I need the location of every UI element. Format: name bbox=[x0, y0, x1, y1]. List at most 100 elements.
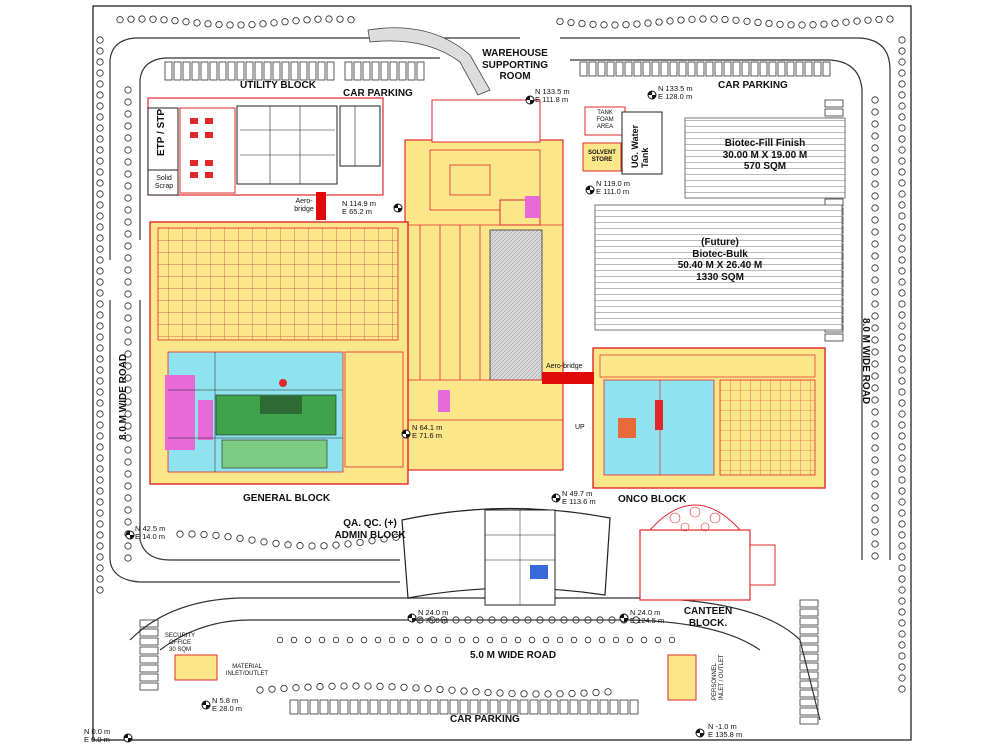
tree-symbol bbox=[124, 482, 132, 490]
parking-stall bbox=[606, 61, 615, 77]
survey-marker bbox=[551, 493, 561, 503]
tree-symbol bbox=[787, 21, 795, 29]
parking-stall bbox=[139, 673, 159, 682]
tree-symbol bbox=[344, 540, 352, 548]
parking-stall bbox=[329, 699, 339, 715]
tree-symbol bbox=[677, 16, 685, 24]
admin-block-label: QA. QC. (+)ADMIN BLOCK bbox=[334, 518, 406, 541]
tree-symbol bbox=[124, 182, 132, 190]
tree-symbol bbox=[898, 476, 906, 484]
tree-symbol bbox=[320, 542, 328, 550]
tree-symbol bbox=[96, 575, 104, 583]
tree-symbol bbox=[96, 256, 104, 264]
tree-symbol bbox=[290, 636, 298, 644]
parking-stall bbox=[164, 61, 173, 81]
tree-symbol bbox=[96, 135, 104, 143]
parking-stall bbox=[499, 699, 509, 715]
survey-marker bbox=[647, 90, 657, 100]
parking-stall bbox=[182, 61, 191, 81]
tree-symbol bbox=[171, 17, 179, 25]
tree-symbol bbox=[898, 487, 906, 495]
parking-stall bbox=[469, 699, 479, 715]
tree-symbol bbox=[96, 223, 104, 231]
car-parking-bottom: CAR PARKING bbox=[450, 714, 520, 725]
survey-marker bbox=[201, 700, 211, 710]
aerobridge-2 bbox=[542, 372, 594, 384]
survey-marker bbox=[393, 203, 403, 213]
tree-symbol bbox=[352, 682, 360, 690]
tree-symbol bbox=[640, 636, 648, 644]
parking-stall bbox=[786, 61, 795, 77]
parking-stall bbox=[399, 699, 409, 715]
tree-symbol bbox=[898, 564, 906, 572]
tree-symbol bbox=[176, 530, 184, 538]
tree-symbol bbox=[871, 96, 879, 104]
tree-symbol bbox=[226, 21, 234, 29]
parking-stall bbox=[139, 682, 159, 691]
parking-stall bbox=[579, 699, 589, 715]
tree-symbol bbox=[124, 410, 132, 418]
tree-symbol bbox=[871, 144, 879, 152]
tree-symbol bbox=[160, 16, 168, 24]
tree-symbol bbox=[710, 15, 718, 23]
tree-symbol bbox=[472, 688, 480, 696]
tree-symbol bbox=[484, 688, 492, 697]
tree-symbol bbox=[644, 19, 652, 27]
tree-symbol bbox=[584, 636, 592, 644]
tree-symbol bbox=[276, 636, 284, 644]
tree-symbol bbox=[871, 432, 879, 440]
parking-stall bbox=[371, 61, 380, 81]
tree-symbol bbox=[96, 465, 104, 473]
tree-symbol bbox=[347, 16, 355, 24]
security-office bbox=[174, 654, 218, 681]
tree-symbol bbox=[444, 636, 452, 644]
parking-stall bbox=[272, 61, 281, 81]
tree-symbol bbox=[898, 36, 906, 44]
tree-symbol bbox=[871, 420, 879, 428]
tree-symbol bbox=[96, 388, 104, 396]
survey-marker bbox=[585, 185, 595, 195]
tree-symbol bbox=[556, 17, 564, 26]
parking-stall bbox=[326, 61, 335, 81]
site-boundary bbox=[92, 5, 912, 741]
tree-symbol bbox=[340, 682, 348, 690]
ug-water-tank bbox=[621, 111, 663, 175]
parking-stall bbox=[609, 699, 619, 715]
parking-stall bbox=[678, 61, 687, 77]
tree-symbol bbox=[96, 245, 104, 253]
tree-symbol bbox=[336, 15, 344, 23]
tree-symbol bbox=[542, 636, 550, 644]
tree-symbol bbox=[842, 18, 850, 26]
parking-stall bbox=[633, 61, 642, 77]
tree-symbol bbox=[809, 21, 817, 29]
aerobridge-1-label: Aero-bridge bbox=[294, 198, 314, 214]
tree-symbol bbox=[376, 682, 384, 690]
parking-stall bbox=[139, 655, 159, 664]
parking-stall bbox=[660, 61, 669, 77]
survey-marker bbox=[125, 530, 135, 540]
utility-block bbox=[147, 97, 384, 196]
parking-stall bbox=[732, 61, 741, 77]
tree-symbol bbox=[280, 684, 288, 693]
tree-symbol bbox=[898, 278, 906, 286]
tree-symbol bbox=[400, 683, 408, 691]
tree-symbol bbox=[496, 689, 504, 697]
tree-symbol bbox=[296, 542, 304, 550]
tree-symbol bbox=[325, 15, 333, 23]
tree-symbol bbox=[898, 432, 906, 440]
parking-stall bbox=[380, 61, 389, 81]
tree-symbol bbox=[96, 168, 104, 176]
tree-symbol bbox=[626, 636, 634, 644]
tree-symbol bbox=[898, 520, 906, 528]
tree-symbol bbox=[622, 21, 630, 29]
tree-symbol bbox=[898, 443, 906, 451]
parking-stall bbox=[139, 646, 159, 655]
